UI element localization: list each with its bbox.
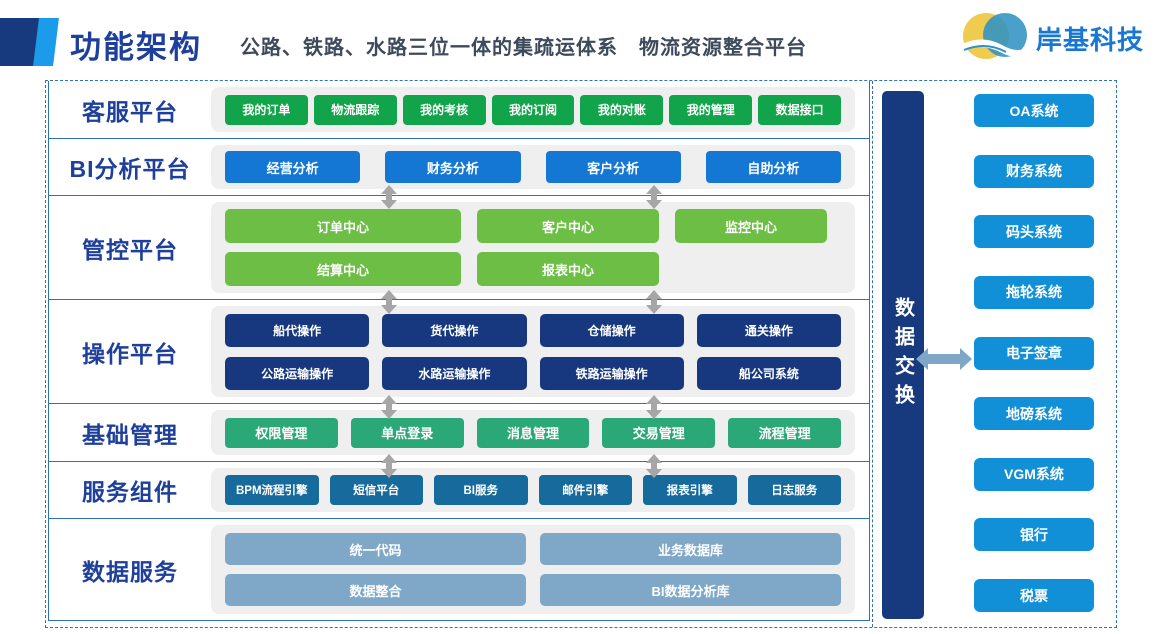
- module-button[interactable]: 通关操作: [696, 313, 841, 347]
- control-panel: 订单中心客户中心监控中心结算中心报表中心: [211, 202, 855, 293]
- platform-label-customer-service: 客服平台: [82, 98, 178, 125]
- double-arrow-vertical-icon: [646, 290, 662, 314]
- module-button[interactable]: 我的订单: [225, 94, 308, 125]
- module-button[interactable]: 客户中心: [477, 209, 659, 243]
- module-button[interactable]: 船公司系统: [696, 356, 841, 390]
- external-system-button[interactable]: 税票: [974, 579, 1094, 612]
- architecture-diagram: 客服平台 我的订单物流跟踪我的考核我的订阅我的对账我的管理数据接口 BI分析平台…: [45, 80, 1117, 628]
- module-button[interactable]: 报表中心: [477, 252, 659, 286]
- platform-row-service-components: 服务组件 BPM流程引擎短信平台 BI服务邮件引擎报表引擎日志服务: [48, 461, 870, 519]
- module-button[interactable]: 消息管理: [476, 417, 590, 448]
- module-button[interactable]: 单点登录: [350, 417, 464, 448]
- module-button[interactable]: 交易管理: [602, 417, 716, 448]
- double-arrow-vertical-icon: [646, 454, 662, 478]
- module-button[interactable]: 经营分析: [225, 151, 361, 183]
- external-system-button[interactable]: 财务系统: [974, 154, 1094, 188]
- module-button[interactable]: 我的订阅: [491, 94, 575, 125]
- module-button[interactable]: 铁路运输操作: [539, 356, 684, 390]
- external-systems-list: OA系统财务系统码头系统拖轮系统电子签章地磅系统 VGM系统银行税票: [974, 94, 1094, 612]
- module-button[interactable]: 数据接口: [758, 94, 842, 125]
- double-arrow-vertical-icon: [381, 185, 397, 209]
- module-button[interactable]: 我的对账: [580, 94, 664, 125]
- double-arrow-horizontal-icon: [916, 345, 972, 373]
- company-logo: 岸基科技: [961, 8, 1144, 69]
- module-button[interactable]: 流程管理: [728, 417, 841, 448]
- external-system-button[interactable]: 电子签章: [974, 336, 1094, 370]
- double-arrow-vertical-icon: [646, 395, 662, 419]
- module-button[interactable]: BI数据分析库: [540, 574, 841, 606]
- module-button[interactable]: 货代操作: [382, 313, 527, 347]
- platform-label-service-components: 服务组件: [82, 479, 178, 505]
- platform-label-bi-analysis: BI分析平台: [69, 156, 191, 182]
- module-button[interactable]: 客户分析: [545, 151, 681, 183]
- platform-label-data-services: 数据服务: [82, 558, 178, 585]
- module-button[interactable]: 结算中心: [225, 252, 461, 286]
- double-arrow-vertical-icon: [381, 395, 397, 419]
- platform-rows: 客服平台 我的订单物流跟踪我的考核我的订阅我的对账我的管理数据接口 BI分析平台…: [48, 81, 870, 621]
- module-button[interactable]: 水路运输操作: [382, 356, 527, 390]
- customer-service-panel: 我的订单物流跟踪我的考核我的订阅我的对账我的管理数据接口: [211, 87, 855, 132]
- external-system-button[interactable]: 银行: [974, 518, 1094, 552]
- platform-row-bi-analysis: BI分析平台 经营分析财务分析客户分析自助分析: [48, 138, 870, 196]
- module-button[interactable]: 公路运输操作: [225, 356, 370, 390]
- module-button[interactable]: 数据整合: [225, 574, 526, 606]
- platform-row-operation: 操作平台 船代操作货代操作仓储操作通关操作公路运输操作水路运输操作铁路运输操作船…: [48, 299, 870, 404]
- module-button[interactable]: 报表引擎: [643, 475, 737, 505]
- module-button[interactable]: BI服务: [434, 475, 528, 505]
- external-system-button[interactable]: VGM系统: [974, 457, 1094, 491]
- data-services-panel: 统一代码业务数据库数据整合 BI数据分析库: [211, 525, 855, 614]
- globe-swoosh-icon: [961, 8, 1034, 69]
- module-button[interactable]: 权限管理: [225, 417, 338, 448]
- module-button[interactable]: BPM流程引擎: [225, 475, 319, 505]
- double-arrow-vertical-icon: [381, 454, 397, 478]
- module-button[interactable]: 统一代码: [225, 533, 526, 565]
- platform-row-customer-service: 客服平台 我的订单物流跟踪我的考核我的订阅我的对账我的管理数据接口: [48, 81, 870, 139]
- module-button[interactable]: 订单中心: [225, 209, 461, 243]
- module-button[interactable]: 业务数据库: [540, 533, 841, 565]
- external-system-button[interactable]: OA系统: [974, 94, 1094, 127]
- module-button[interactable]: 短信平台: [329, 475, 423, 505]
- operation-panel: 船代操作货代操作仓储操作通关操作公路运输操作水路运输操作铁路运输操作船公司系统: [211, 306, 855, 397]
- platform-label-basic-management: 基础管理: [82, 421, 178, 448]
- platform-label-operation: 操作平台: [82, 340, 178, 367]
- external-system-button[interactable]: 码头系统: [974, 215, 1094, 249]
- data-exchange-label: 数据交换: [891, 297, 914, 413]
- bi-analysis-panel: 经营分析财务分析客户分析自助分析: [211, 145, 855, 189]
- external-system-button[interactable]: 拖轮系统: [974, 275, 1094, 309]
- page-title: 功能架构: [70, 30, 202, 65]
- module-button[interactable]: 日志服务: [747, 475, 841, 505]
- module-button[interactable]: 财务分析: [385, 151, 521, 183]
- double-arrow-vertical-icon: [646, 185, 662, 209]
- rows-right-dashed-border: [872, 81, 873, 627]
- module-button[interactable]: 物流跟踪: [313, 94, 397, 125]
- module-button[interactable]: 我的管理: [669, 94, 753, 125]
- platform-row-basic-management: 基础管理 权限管理单点登录消息管理交易管理流程管理: [48, 403, 870, 462]
- module-button[interactable]: 船代操作: [225, 313, 370, 347]
- double-arrow-vertical-icon: [381, 290, 397, 314]
- page-subtitle: 公路、铁路、水路三位一体的集疏运体系 物流资源整合平台: [240, 37, 807, 59]
- platform-label-control: 管控平台: [82, 236, 178, 263]
- module-button[interactable]: 自助分析: [705, 151, 841, 183]
- platform-row-data-services: 数据服务 统一代码业务数据库数据整合 BI数据分析库: [48, 518, 870, 621]
- service-components-panel: BPM流程引擎短信平台 BI服务邮件引擎报表引擎日志服务: [211, 468, 855, 512]
- module-button[interactable]: 我的考核: [402, 94, 486, 125]
- external-system-button[interactable]: 地磅系统: [974, 397, 1094, 431]
- data-exchange-bar: 数据交换: [882, 91, 924, 619]
- module-button[interactable]: 仓储操作: [539, 313, 684, 347]
- module-button[interactable]: 监控中心: [675, 209, 827, 243]
- module-button[interactable]: 邮件引擎: [538, 475, 632, 505]
- company-logo-text: 岸基科技: [1035, 25, 1144, 55]
- basic-management-panel: 权限管理单点登录消息管理交易管理流程管理: [211, 410, 855, 455]
- platform-row-control: 管控平台 订单中心客户中心监控中心结算中心报表中心: [48, 195, 870, 300]
